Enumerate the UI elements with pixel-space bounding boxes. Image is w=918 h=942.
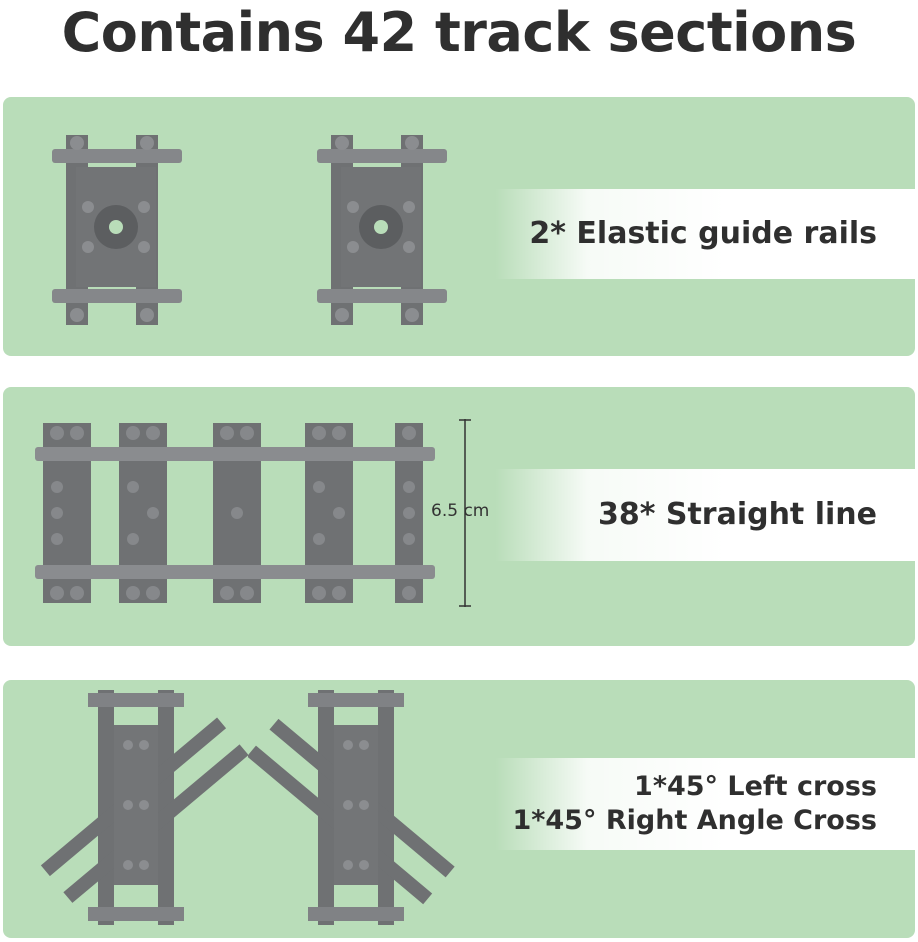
headline: Contains 42 track sections <box>61 1 857 64</box>
straight-track-piece <box>35 423 435 603</box>
left-cross-track-piece <box>40 690 248 925</box>
section-label: 2* Elastic guide rails <box>495 189 915 279</box>
dimension-label: 6.5 cm <box>431 501 490 521</box>
flex-track-piece-right <box>317 135 447 325</box>
panel-straight-line: 6.5 cm 38* Straight line <box>3 387 915 646</box>
panel-crosses: 1*45° Left cross 1*45° Right Angle Cross <box>3 680 915 938</box>
section-label: 38* Straight line <box>495 469 915 561</box>
flex-track-piece-left <box>52 135 182 325</box>
section-label: 1*45° Left cross 1*45° Right Angle Cross <box>495 758 915 850</box>
right-cross-track-piece <box>248 690 455 925</box>
label-line: 38* Straight line <box>597 497 877 532</box>
label-line: 2* Elastic guide rails <box>529 216 877 251</box>
label-line: 1*45° Left cross <box>634 771 877 802</box>
label-line: 1*45° Right Angle Cross <box>512 805 877 836</box>
panel-elastic-guide-rails: 2* Elastic guide rails <box>3 97 915 356</box>
dimension-marker <box>459 419 471 607</box>
